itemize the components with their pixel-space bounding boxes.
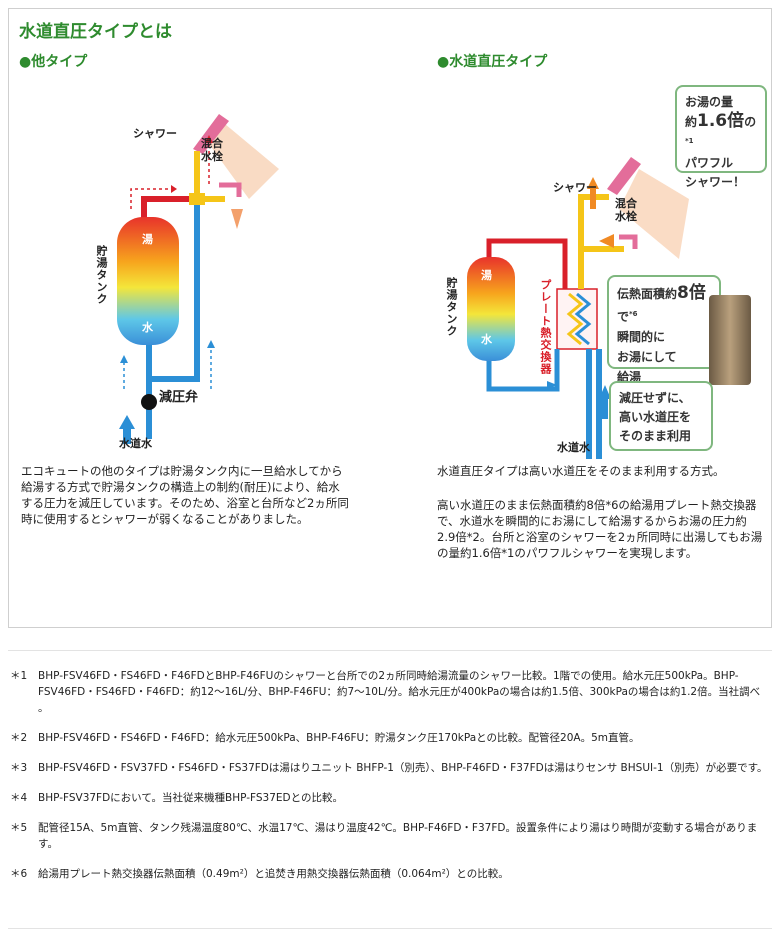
left-shower-label: シャワー — [133, 127, 177, 140]
right-diagram — [467, 157, 689, 459]
left-tank-label: 貯湯タンク — [95, 245, 108, 305]
right-shower-head — [607, 157, 641, 195]
bubble-heat-area: 伝熱面積約8倍で*6 瞬間的に お湯にして 給湯 — [607, 275, 721, 384]
bubble-mid-line1: 伝熱面積約8倍で*6 — [617, 283, 706, 324]
right-faucet — [619, 234, 638, 249]
left-shower-head — [193, 114, 229, 154]
right-description-2: 高い水道圧のまま伝熱面積約8倍*6の給湯用プレート熱交換器で、水道水を瞬間的にお… — [437, 498, 763, 560]
comparison-panel: 水道直圧タイプとは ●他タイプ — [8, 8, 772, 628]
bubble-low-line1: 減圧せずに、 — [619, 391, 691, 405]
left-mixing-valve-label: 混合 水栓 — [201, 137, 223, 163]
bubble-top-line1: お湯の量 — [685, 95, 734, 109]
divider — [8, 650, 772, 651]
page-title: 水道直圧タイプとは — [19, 22, 172, 42]
right-water-supply-label: 水道水 — [557, 441, 590, 454]
right-tank-water-label: 水 — [481, 333, 492, 346]
pressure-valve-icon — [141, 394, 157, 410]
right-heading: ●水道直圧タイプ — [437, 54, 548, 70]
left-shower-spray — [209, 119, 279, 199]
pressure-valve-label: 減圧弁 — [159, 390, 199, 405]
bottom-divider — [8, 928, 772, 929]
left-water-supply-label: 水道水 — [119, 437, 152, 450]
bubble-top-line4: シャワー！ — [685, 175, 746, 189]
bubble-mid-line4: 給湯 — [617, 370, 642, 384]
bubble-mid-line2: 瞬間的に — [617, 330, 666, 344]
right-shower-label: シャワー — [553, 181, 597, 194]
right-tank-label: 貯湯タンク — [445, 277, 458, 337]
inlet-arrow-icon — [119, 415, 135, 444]
right-description-1: 水道直圧タイプは高い水道圧をそのまま利用する方式。 — [437, 464, 725, 478]
right-tank-hot-label: 湯 — [481, 269, 492, 282]
plate-hx-photo — [709, 295, 751, 385]
bubble-top-line2: 約1.6倍の*1 — [685, 111, 757, 146]
right-mixing-valve-label: 混合 水栓 — [615, 197, 637, 223]
left-tank-hot-label: 湯 — [142, 233, 153, 246]
plate-hx-label: プレート熱交換器 — [539, 279, 552, 375]
left-heading: ●他タイプ — [19, 54, 88, 70]
bubble-top-line3: パワフル — [685, 156, 734, 170]
bubble-no-pressure-reduction: 減圧せずに、 高い水道圧を そのまま利用 — [609, 381, 713, 451]
left-diagram — [117, 114, 279, 444]
left-tank-water-label: 水 — [142, 321, 153, 334]
left-description: エコキュートの他のタイプは貯湯タンク内に一旦給水してから給湯する方式で貯湯タンク… — [21, 464, 349, 526]
right-tank — [467, 257, 515, 361]
left-tank — [117, 217, 179, 345]
bubble-low-line2: 高い水道圧を — [619, 410, 692, 424]
bubble-mid-line3: お湯にして — [617, 350, 677, 364]
bubble-power-shower: お湯の量 約1.6倍の*1 パワフル シャワー！ — [675, 85, 767, 189]
left-faucet — [219, 182, 242, 197]
bubble-low-line3: そのまま利用 — [619, 429, 692, 443]
